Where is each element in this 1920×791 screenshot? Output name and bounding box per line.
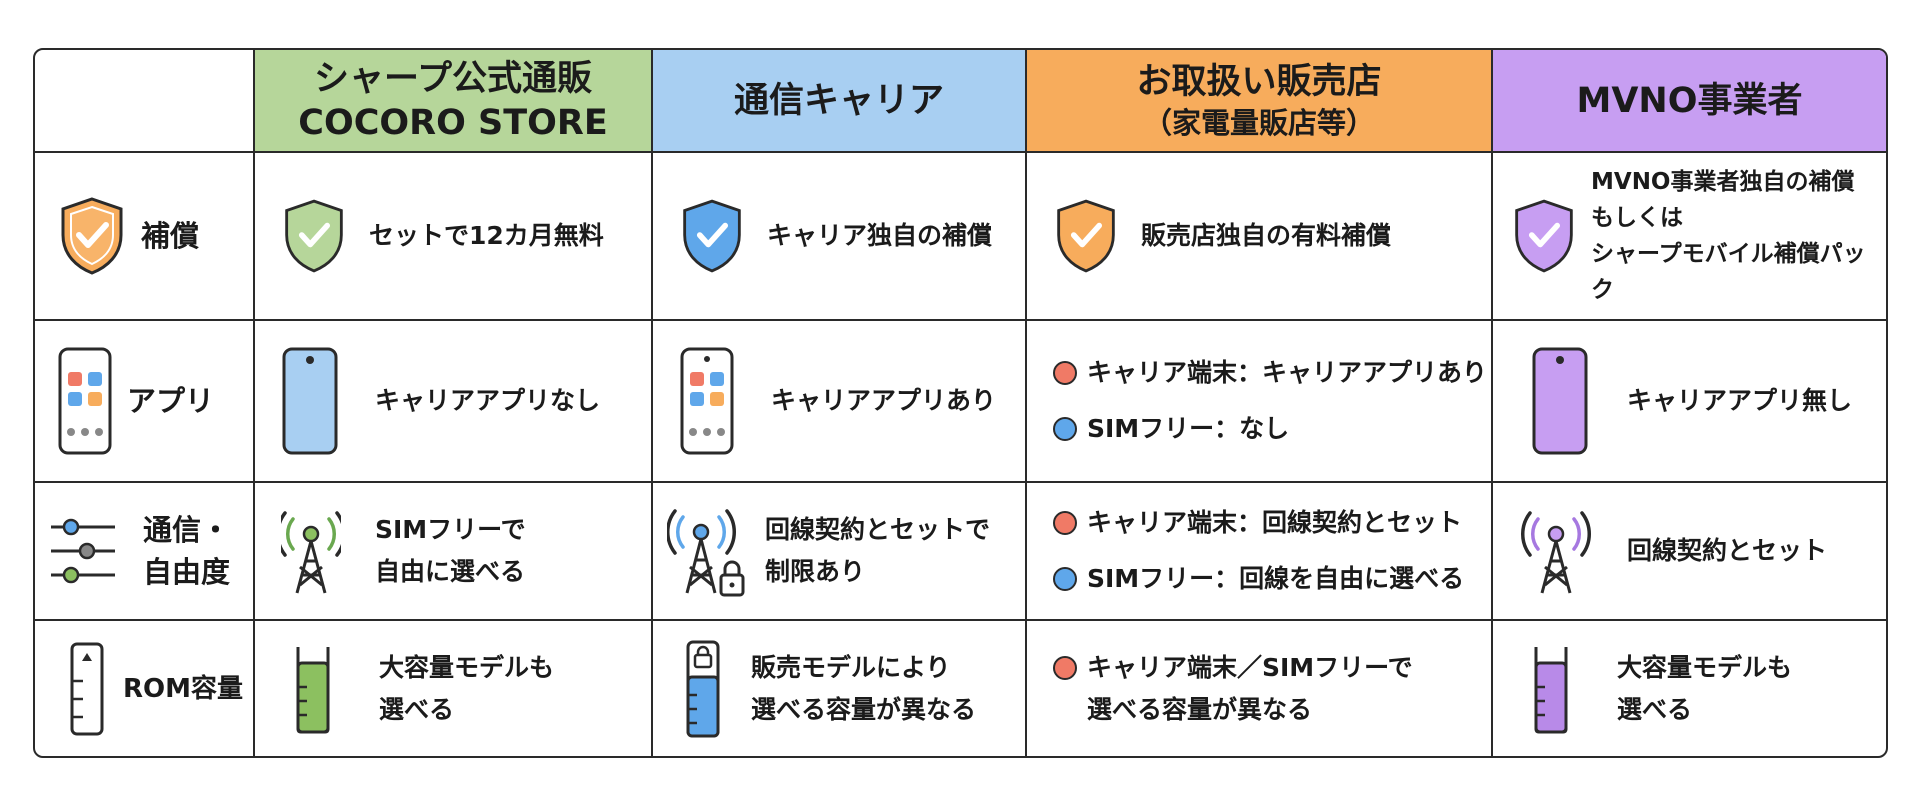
header-mvno: MVNO事業者 — [1493, 50, 1886, 153]
header-carrier-line1: 通信キャリア — [733, 80, 944, 121]
storage-gauge-lock-icon — [686, 640, 720, 737]
list-item: キャリア端末：回線契約とセット — [1053, 502, 1464, 544]
comparison-table: シャープ公式通販 COCORO STORE 通信キャリア お取扱い販売店 （家電… — [33, 48, 1888, 758]
rom-mvno: 大容量モデルも 選べる — [1493, 621, 1886, 756]
freedom-retailer: キャリア端末：回線契約とセット SIMフリー：回線を自由に選べる — [1027, 483, 1493, 621]
row-head-apps: アプリ — [35, 321, 255, 483]
row-label-apps: アプリ — [127, 384, 215, 418]
smartphone-apps-icon — [58, 347, 112, 455]
list-item: SIMフリー：なし — [1053, 408, 1487, 450]
red-dot-icon — [1053, 511, 1077, 535]
header-cocoro-line1: シャープ公式通販 — [314, 58, 592, 99]
freedom-retailer-carrier-text: キャリア端末：回線契約とセット — [1087, 508, 1463, 537]
freedom-carrier-text: 回線契約とセットで 制限あり — [765, 515, 991, 586]
shield-check-icon — [1515, 199, 1573, 273]
signal-tower-lock-icon — [667, 509, 745, 597]
red-dot-icon — [1053, 655, 1077, 680]
row-head-rom: ROM容量 — [35, 621, 255, 756]
blue-dot-icon — [1053, 567, 1077, 591]
warranty-mvno: MVNO事業者独自の補償 もしくは シャープモバイル補償パック — [1493, 153, 1886, 321]
warranty-retailer-text: 販売店独自の有料補償 — [1141, 221, 1392, 250]
signal-tower-icon — [1520, 511, 1592, 594]
rom-cocoro-text: 大容量モデルも 選べる — [379, 652, 555, 724]
apps-retailer: キャリア端末：キャリアアプリあり SIMフリー：なし — [1027, 321, 1493, 483]
warranty-cocoro: セットで12カ月無料 — [255, 153, 653, 321]
header-retailer-line2: （家電量販店等） — [1142, 105, 1375, 140]
apps-cocoro: キャリアアプリなし — [255, 321, 653, 483]
list-item: キャリア端末：キャリアアプリあり — [1053, 352, 1487, 394]
storage-gauge-icon — [70, 642, 104, 735]
warranty-carrier-text: キャリア独自の補償 — [767, 221, 993, 250]
row-head-freedom: 通信・ 自由度 — [35, 483, 255, 621]
corner-cell — [35, 50, 255, 153]
warranty-cocoro-text: セットで12カ月無料 — [369, 221, 604, 250]
smartphone-icon — [1532, 347, 1588, 455]
warranty-carrier: キャリア独自の補償 — [653, 153, 1027, 321]
sliders-icon — [51, 518, 115, 584]
list-item: SIMフリー：回線を自由に選べる — [1053, 558, 1464, 600]
storage-gauge-icon — [296, 646, 330, 733]
freedom-mvno-text: 回線契約とセット — [1627, 536, 1828, 565]
smartphone-icon — [282, 347, 338, 455]
row-label-rom: ROM容量 — [123, 673, 243, 704]
storage-gauge-icon — [1534, 646, 1568, 733]
freedom-cocoro: SIMフリーで 自由に選べる — [255, 483, 653, 621]
apps-carrier: キャリアアプリあり — [653, 321, 1027, 483]
row-head-warranty: 補償 — [35, 153, 255, 321]
rom-carrier-text: 販売モデルにより 選べる容量が異なる — [751, 652, 977, 724]
rom-retailer: キャリア端末／SIMフリーで 選べる容量が異なる — [1027, 621, 1493, 756]
apps-retailer-simfree-text: SIMフリー：なし — [1087, 414, 1290, 443]
shield-check-icon — [61, 197, 123, 275]
rom-retailer-text: キャリア端末／SIMフリーで 選べる容量が異なる — [1087, 652, 1413, 724]
red-dot-icon — [1053, 361, 1077, 385]
header-retailer-line1: お取扱い販売店 — [1136, 61, 1382, 102]
header-mvno-line1: MVNO事業者 — [1576, 80, 1803, 121]
freedom-mvno: 回線契約とセット — [1493, 483, 1886, 621]
rom-carrier: 販売モデルにより 選べる容量が異なる — [653, 621, 1027, 756]
shield-check-icon — [683, 199, 741, 273]
apps-carrier-text: キャリアアプリあり — [771, 386, 997, 415]
header-cocoro-store: シャープ公式通販 COCORO STORE — [255, 50, 653, 153]
apps-mvno-text: キャリアアプリ無し — [1627, 386, 1853, 415]
shield-check-icon — [1057, 199, 1115, 273]
warranty-retailer: 販売店独自の有料補償 — [1027, 153, 1493, 321]
apps-cocoro-text: キャリアアプリなし — [375, 386, 601, 415]
freedom-cocoro-text: SIMフリーで 自由に選べる — [375, 515, 526, 586]
freedom-carrier: 回線契約とセットで 制限あり — [653, 483, 1027, 621]
blue-dot-icon — [1053, 417, 1077, 441]
header-carrier: 通信キャリア — [653, 50, 1027, 153]
warranty-mvno-text: MVNO事業者独自の補償 もしくは シャープモバイル補償パック — [1591, 169, 1866, 303]
rom-mvno-text: 大容量モデルも 選べる — [1617, 652, 1793, 724]
list-item: キャリア端末／SIMフリーで 選べる容量が異なる — [1053, 647, 1413, 731]
row-label-freedom: 通信・ 自由度 — [143, 513, 231, 589]
apps-mvno: キャリアアプリ無し — [1493, 321, 1886, 483]
header-cocoro-line2: COCORO STORE — [298, 102, 608, 143]
header-retailer: お取扱い販売店 （家電量販店等） — [1027, 50, 1493, 153]
row-label-warranty: 補償 — [141, 219, 200, 253]
freedom-retailer-simfree-text: SIMフリー：回線を自由に選べる — [1087, 564, 1465, 593]
shield-check-icon — [285, 199, 343, 273]
signal-tower-icon — [281, 511, 341, 594]
smartphone-apps-icon — [680, 347, 734, 455]
rom-cocoro: 大容量モデルも 選べる — [255, 621, 653, 756]
apps-retailer-carrier-text: キャリア端末：キャリアアプリあり — [1087, 358, 1488, 387]
